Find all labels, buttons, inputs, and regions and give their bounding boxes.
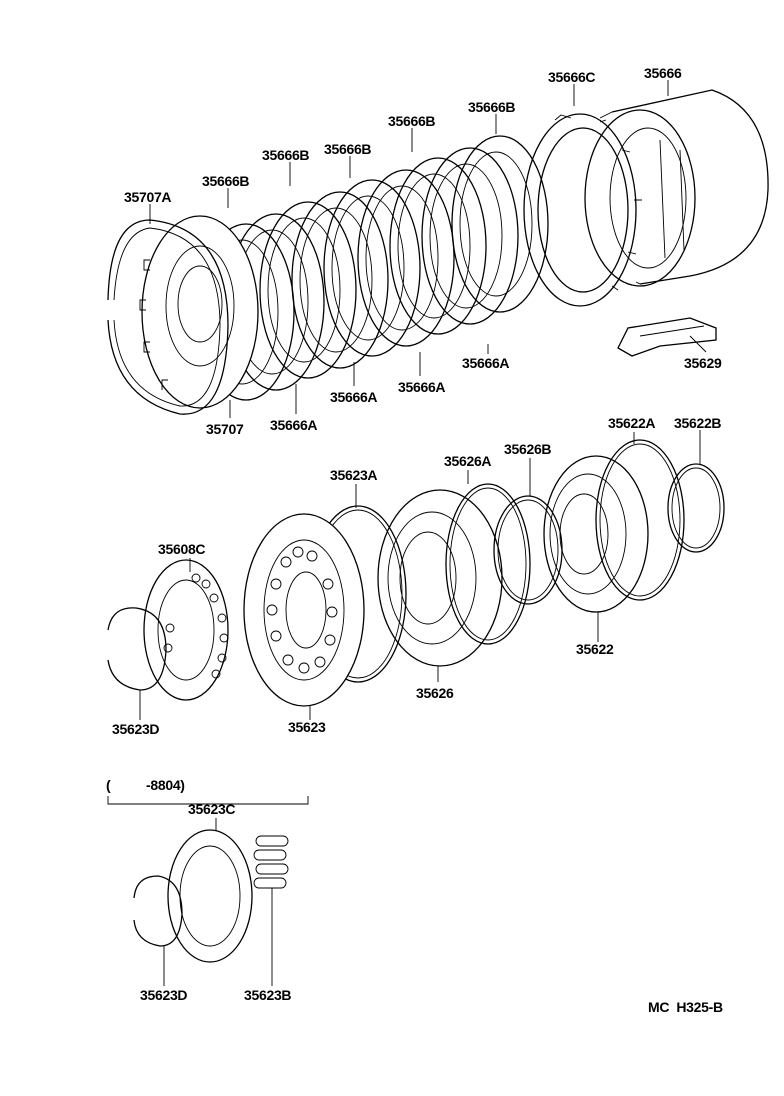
label-35622: 35622 (576, 641, 614, 657)
clutch-flange-plate (523, 113, 642, 307)
snap-ring-retainer (107, 607, 167, 691)
label-35626B: 35626B (504, 441, 551, 457)
piston-seal-small (493, 495, 563, 605)
label-35666A-2: 35666A (398, 379, 445, 395)
inset-8804 (107, 796, 309, 963)
label-35623A: 35623A (330, 467, 377, 483)
label-35622A: 35622A (608, 415, 655, 431)
label-35666: 35666 (644, 65, 682, 81)
label-35622B: 35622B (674, 415, 721, 431)
label-35623: 35623 (288, 719, 326, 735)
label-35666B-3: 35666B (324, 141, 371, 157)
label-35707: 35707 (206, 421, 244, 437)
piston-assembly (107, 439, 725, 707)
label-35666B-5: 35666B (202, 173, 249, 189)
label-35626: 35626 (416, 685, 454, 701)
spring-seat-plate (167, 829, 253, 963)
label-35666A-1: 35666A (462, 355, 509, 371)
label-35608C: 35608C (158, 541, 205, 557)
clutch-bracket (617, 317, 717, 357)
leader-lines (139, 80, 707, 986)
label-35626A: 35626A (444, 453, 491, 469)
spring-retainer (143, 559, 229, 701)
label-35666A-3: 35666A (330, 389, 377, 405)
label-35623D-1: 35623D (112, 721, 159, 737)
label-35666B-4: 35666B (262, 147, 309, 163)
piston-middle (377, 489, 503, 667)
label-35623C: 35623C (188, 801, 235, 817)
o-ring-outer (667, 463, 725, 553)
snap-ring (107, 219, 229, 415)
label-35707A: 35707A (124, 189, 171, 205)
piston-seal-mid (445, 483, 531, 645)
clutch-pack-assembly (107, 89, 769, 415)
pressure-plate (139, 215, 259, 409)
piston-front (243, 513, 365, 707)
label-35666B-1: 35666B (468, 99, 515, 115)
label-35623B: 35623B (244, 987, 291, 1003)
label-35666B-2: 35666B (388, 113, 435, 129)
snap-ring-inset (133, 875, 183, 947)
label-35629: 35629 (684, 355, 722, 371)
applicability-open: ( (106, 777, 111, 793)
clutch-drum (584, 89, 769, 287)
return-springs (253, 835, 289, 889)
clutch-discs (197, 135, 549, 401)
figure-code: MC H325-B (648, 999, 723, 1015)
piston-seal-large (595, 439, 685, 601)
applicability-range: -8804) (146, 777, 185, 793)
part-labels: 35666C 35666 35666B 35666B 35666B 35666B… (106, 65, 723, 1015)
label-35666A-4: 35666A (270, 417, 317, 433)
label-35666C: 35666C (548, 69, 595, 85)
label-35623D-2: 35623D (140, 987, 187, 1003)
